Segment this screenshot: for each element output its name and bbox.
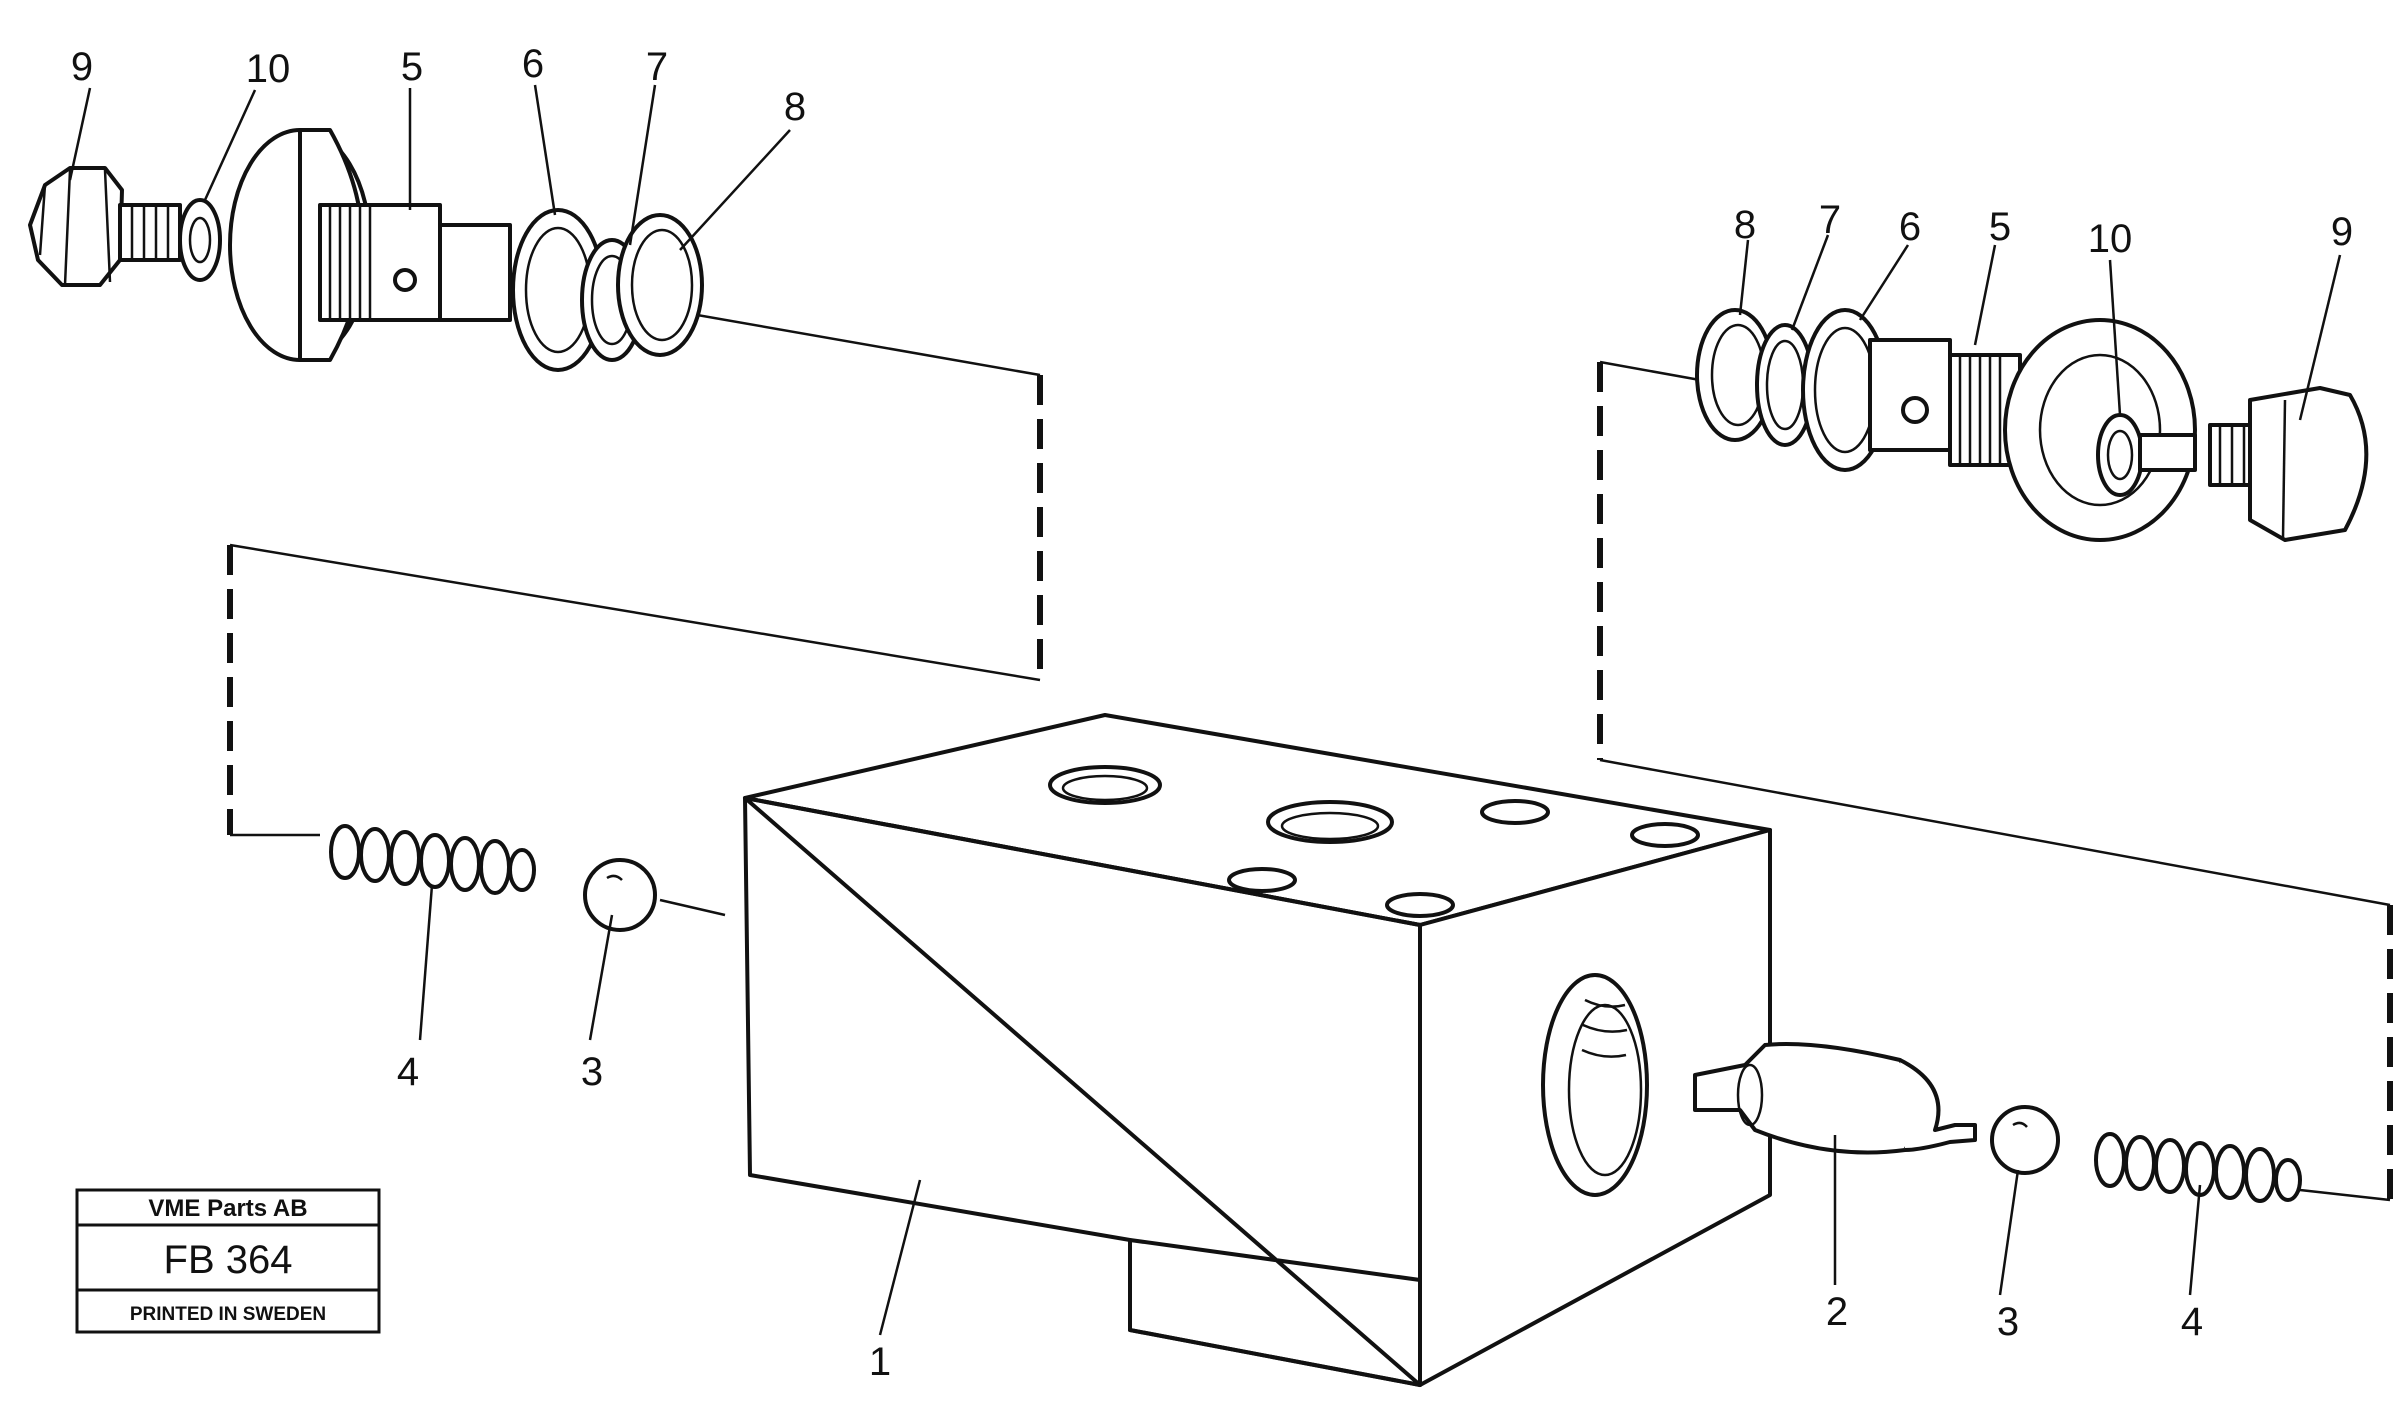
callout-left-9: 9	[71, 45, 93, 89]
callout-left-4: 4	[397, 1050, 419, 1094]
print-note: PRINTED IN SWEDEN	[130, 1304, 326, 1325]
callout-left-5: 5	[401, 45, 423, 89]
title-block: VME Parts AB FB 364 PRINTED IN SWEDEN	[75, 1188, 381, 1334]
leader-lines	[68, 84, 2342, 1336]
spring-icon	[329, 824, 536, 895]
callout-left-8: 8	[784, 85, 806, 129]
callout-housing-1: 1	[869, 1340, 891, 1384]
ball-icon	[583, 858, 657, 932]
hex-plug-icon	[2208, 386, 2369, 542]
callout-right-8: 8	[1734, 203, 1756, 247]
callout-right-7: 7	[1819, 198, 1841, 242]
callout-left-10: 10	[246, 47, 291, 91]
washer-icon	[2096, 413, 2197, 497]
valve-cartridge-icon	[228, 128, 512, 362]
left-upper-assembly	[28, 128, 704, 372]
drawing-code: FB 364	[164, 1238, 293, 1282]
callout-labels: 9 10 5 6 7 8 4 3 8 7 6 5 10 9 2 3 4 1	[71, 42, 2353, 1384]
washer-icon	[178, 198, 222, 282]
callout-left-3: 3	[581, 1050, 603, 1094]
callout-right-5: 5	[1989, 205, 2011, 249]
callout-right-9: 9	[2331, 210, 2353, 254]
right-upper-assembly	[1695, 308, 2369, 542]
callout-left-6: 6	[522, 42, 544, 86]
callout-right-4: 4	[2181, 1300, 2203, 1344]
callout-right-6: 6	[1899, 205, 1921, 249]
callout-right-10: 10	[2088, 217, 2133, 261]
valve-cartridge-icon	[1868, 318, 2197, 542]
callout-left-7: 7	[646, 45, 668, 89]
callout-right-2: 2	[1826, 1290, 1848, 1334]
spring-icon	[2094, 1132, 2302, 1203]
callout-right-3: 3	[1997, 1300, 2019, 1344]
piston-icon	[1693, 1042, 1977, 1155]
company-name: VME Parts AB	[148, 1195, 307, 1222]
hex-plug-icon	[28, 166, 182, 287]
valve-housing	[743, 713, 1772, 1387]
ball-icon	[1990, 1105, 2060, 1175]
